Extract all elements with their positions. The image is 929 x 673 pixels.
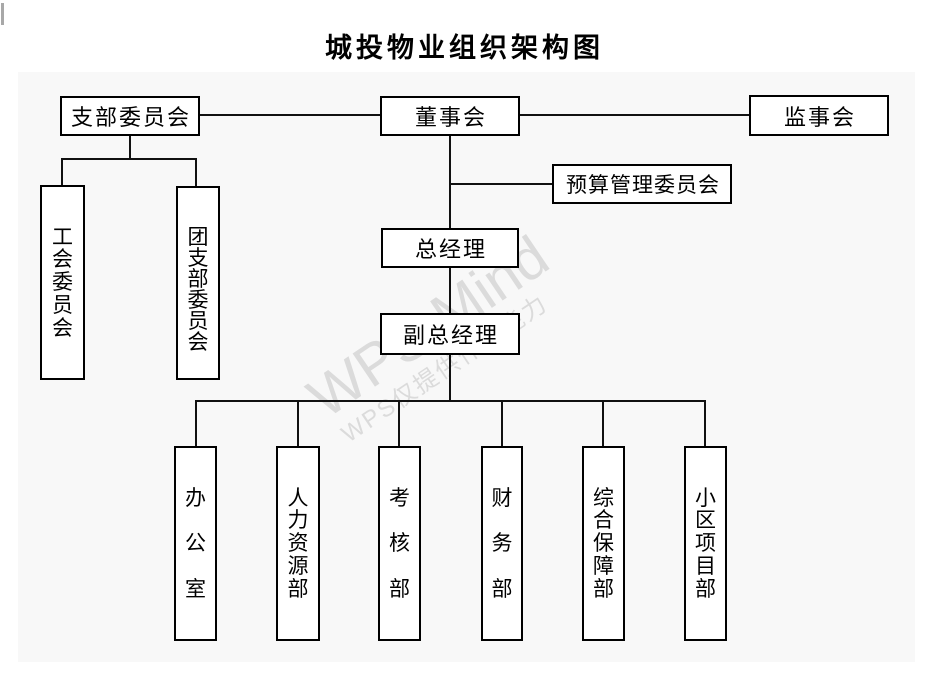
org-chart-canvas [18, 72, 915, 662]
node-finance-dept[interactable]: 财务部 [481, 446, 523, 641]
node-general-manager[interactable]: 总经理 [381, 228, 519, 268]
connector-dept-spread [195, 400, 706, 402]
node-budget-management-committee-label: 预算管理委员会 [566, 173, 720, 197]
connector-office-stub [195, 400, 197, 446]
node-branch-committee[interactable]: 支部委员会 [60, 96, 200, 136]
node-labor-union-committee[interactable]: 工会委员会 [40, 185, 85, 380]
scrollbar-fragment[interactable] [1, 3, 4, 25]
node-deputy-general-manager-label: 副总经理 [402, 323, 499, 348]
connector-community-stub [704, 400, 706, 446]
node-general-support-dept[interactable]: 综合保障部 [582, 446, 625, 641]
node-labor-union-committee-label: 工会委员会 [52, 224, 73, 340]
connector-dgm-down [449, 355, 451, 402]
node-human-resources-dept[interactable]: 人力资源部 [276, 446, 320, 641]
connector-branch-board [200, 114, 380, 116]
node-general-support-dept-label: 综合保障部 [593, 485, 614, 601]
connector-hr-stub [297, 400, 299, 446]
node-supervisory-board-label: 监事会 [783, 104, 856, 130]
node-board-of-directors-label: 董事会 [414, 105, 487, 130]
node-office-label: 办公室 [185, 485, 206, 601]
node-office[interactable]: 办公室 [174, 446, 217, 641]
node-assessment-dept[interactable]: 考核部 [378, 446, 421, 641]
connector-budget-branch [449, 183, 552, 185]
node-youth-league-branch-committee-label: 团支部委员会 [187, 225, 209, 354]
connector-branch-spread [61, 158, 197, 160]
node-general-manager-label: 总经理 [414, 237, 487, 262]
connector-assessment-stub [398, 400, 400, 446]
node-community-project-dept-label: 小区项目部 [695, 485, 716, 601]
node-budget-management-committee[interactable]: 预算管理委员会 [552, 164, 732, 204]
node-board-of-directors[interactable]: 董事会 [380, 96, 520, 136]
connector-youth-stub [195, 158, 197, 188]
node-human-resources-dept-label: 人力资源部 [287, 485, 309, 601]
node-community-project-dept[interactable]: 小区项目部 [684, 446, 727, 641]
connector-gm-dgm [449, 268, 451, 315]
node-youth-league-branch-committee[interactable]: 团支部委员会 [176, 186, 220, 380]
connector-branch-down [129, 136, 131, 160]
node-supervisory-board[interactable]: 监事会 [749, 95, 889, 136]
connector-finance-stub [501, 400, 503, 446]
connector-union-stub [61, 158, 63, 187]
node-branch-committee-label: 支部委员会 [70, 105, 191, 130]
node-deputy-general-manager[interactable]: 副总经理 [380, 313, 520, 355]
connector-support-stub [602, 400, 604, 446]
chart-title: 城投物业组织架构图 [325, 33, 604, 63]
connector-board-supervisory [520, 114, 749, 116]
node-finance-dept-label: 财务部 [491, 485, 513, 601]
node-assessment-dept-label: 考核部 [389, 485, 410, 601]
